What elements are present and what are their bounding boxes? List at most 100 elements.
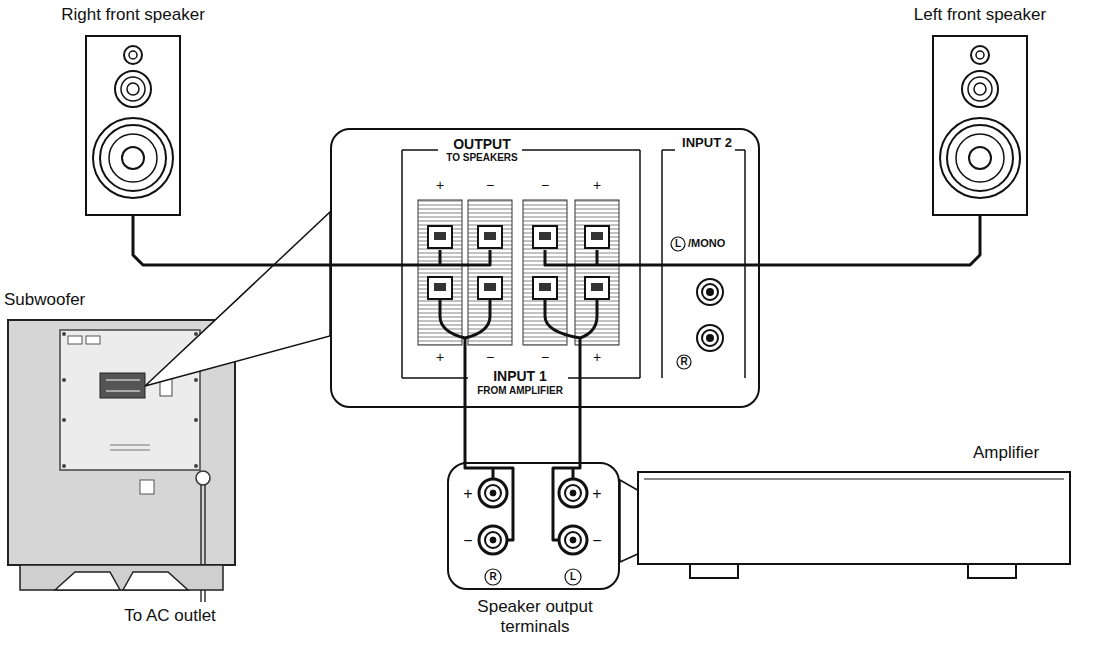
speaker-terminal-block [484,232,496,240]
rca-jacks [697,325,723,351]
panel-heading: INPUT 2 [682,136,732,150]
channel-label: R [680,356,687,368]
zoom-callout [145,212,330,386]
subwoofer-drawing [194,378,198,382]
subwoofer-drawing [194,332,198,336]
panel-heading: TO SPEAKERS [446,152,518,164]
rca-jacks [707,289,713,295]
amplifier-terminals [570,537,576,543]
speaker-terminal-block [434,232,603,291]
polarity-sign: + [436,349,444,366]
speaker-terminal-block [585,226,609,248]
polarity-sign: − [541,349,549,366]
speaker-terminal-block [591,232,603,240]
rca-jacks [707,335,713,341]
subwoofer-drawing [110,445,150,446]
channel-label: /MONO [688,237,725,250]
speaker-terminal-block [428,277,452,299]
subwoofer-drawing [194,464,198,468]
rca-jacks [671,237,685,251]
amplifier-terminals [479,479,507,507]
amplifier-terminals [565,532,581,548]
amplifier-terminals [565,569,581,585]
speaker-drawing [933,36,1027,215]
inner-wires [330,250,760,540]
speaker-terminal-block [539,232,551,240]
subwoofer-drawing [110,450,150,451]
amplifier-terminals [490,537,496,543]
speaker-terminal-block [539,283,551,291]
subwoofer-drawing [140,480,154,494]
panel-heading: FROM AMPLIFIER [477,385,563,397]
subwoofer-drawing [100,373,145,398]
polarity-sign: + [593,177,601,194]
polarity-sign: + [592,484,601,503]
amplifier-terminals [565,485,581,501]
speaker-terminal-block [428,226,609,299]
node-label: Subwoofer [4,290,85,310]
subwoofer-drawing [123,572,188,590]
subwoofer-drawing [62,464,66,468]
subwoofer-drawing [196,471,210,485]
amplifier-terminals [479,526,507,554]
connection-panel: OUTPUTTO SPEAKERS INPUT 2 INPUT 1FROM AMPL… [330,128,760,408]
amplifier-drawing [638,472,1070,578]
subwoofer-drawing [106,380,140,381]
inner-wires [330,250,490,265]
amplifier-drawing [638,472,1070,564]
rca-jacks [702,284,718,300]
subwoofer-drawing [194,418,198,422]
inner-wires [545,250,760,265]
subwoofer-drawing [62,418,66,422]
speaker-terminal-block [434,232,446,240]
subwoofer-drawing [62,378,66,382]
subwoofer: Subwoofer [8,320,235,590]
speaker-terminal-block [478,226,502,248]
amplifier-terminals [570,490,576,496]
polarity-sign: − [541,177,549,194]
speaker-terminal-block [434,283,446,291]
node-label: Amplifier [973,443,1039,463]
polarity-sign: − [486,177,494,194]
speaker-cable [464,408,467,462]
polarity-sign: + [436,177,444,194]
amplifier-terminals [485,485,501,501]
amplifier-terminals [559,479,587,507]
speaker-terminal-block [591,283,603,291]
channel-label: L [675,238,681,250]
subwoofer-drawing [86,336,100,344]
subwoofer-drawing [60,330,200,470]
panel-heading: INPUT 1 [493,368,547,385]
speaker-terminal-block [484,283,496,291]
note-label: To AC outlet [124,606,216,626]
subwoofer-drawing [20,565,223,590]
speaker-drawing [86,36,180,215]
subwoofer-drawing [68,336,82,344]
speaker-terminal-block [585,277,609,299]
subwoofer-drawing [106,391,140,392]
polarity-sign: + [593,349,601,366]
channel-label: R [489,571,496,583]
node-label: Left front speaker [914,5,1046,25]
amplifier-terminals [479,479,587,585]
speaker-terminal-block [533,226,557,248]
terminal-box: Speaker output terminals [447,462,620,590]
polarity-sign: − [592,531,601,550]
polarity-sign: + [463,484,472,503]
speaker-terminal-block [418,200,619,345]
speaker-cable [760,215,980,265]
amplifier-drawing [968,564,1016,578]
speaker-terminal-block [523,200,567,345]
node-label: Right front speaker [61,5,205,25]
polarity-sign: − [486,349,494,366]
speaker-terminal-block [478,277,502,299]
speaker-terminal-block [533,277,557,299]
amplifier-terminals [485,569,501,585]
amplifier-terminals [485,532,501,548]
amplifier-drawing [644,479,1064,480]
speaker-cable [133,215,330,265]
panel-heading: OUTPUT [453,136,511,153]
rca-jacks [671,237,723,369]
